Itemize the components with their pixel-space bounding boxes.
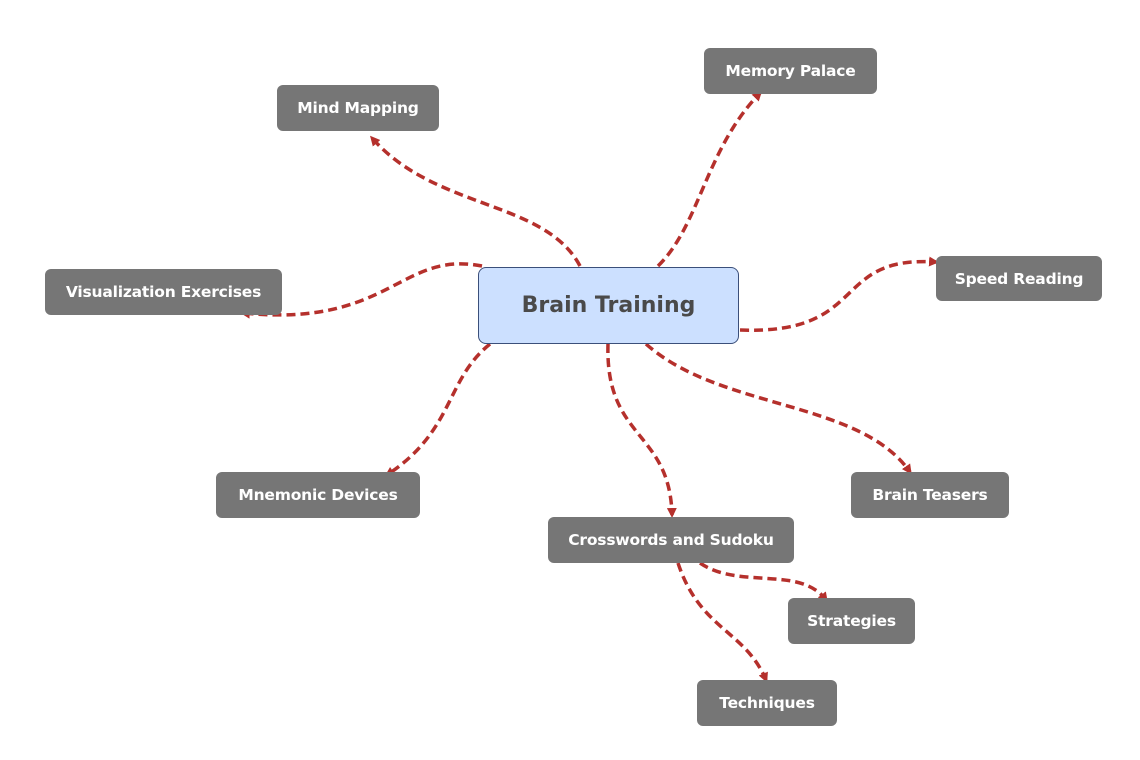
- node-brain-training-root[interactable]: Brain Training: [478, 267, 739, 344]
- edge-root-to-mnemonic-devices: [384, 342, 492, 477]
- node-memory-palace[interactable]: Memory Palace: [704, 48, 877, 94]
- edge-crosswords-to-techniques: [676, 562, 768, 683]
- edge-crosswords-to-strategies: [699, 561, 828, 603]
- edge-root-to-mind-mapping: [370, 135, 582, 267]
- edge-root-to-crosswords-and-sudoku: [606, 343, 677, 518]
- node-speed-reading[interactable]: Speed Reading: [936, 256, 1102, 301]
- edge-root-to-memory-palace: [656, 90, 763, 268]
- node-strategies[interactable]: Strategies: [788, 598, 915, 644]
- node-techniques[interactable]: Techniques: [697, 680, 837, 726]
- edge-root-to-speed-reading: [739, 256, 939, 332]
- node-mnemonic-devices[interactable]: Mnemonic Devices: [216, 472, 420, 518]
- edge-root-to-brain-teasers: [644, 342, 912, 475]
- node-brain-teasers[interactable]: Brain Teasers: [851, 472, 1009, 518]
- node-mind-mapping[interactable]: Mind Mapping: [277, 85, 439, 131]
- node-crosswords-and-sudoku[interactable]: Crosswords and Sudoku: [548, 517, 794, 563]
- node-visualization-exercises[interactable]: Visualization Exercises: [45, 269, 282, 315]
- edge-root-to-visualization-exercises: [240, 262, 483, 319]
